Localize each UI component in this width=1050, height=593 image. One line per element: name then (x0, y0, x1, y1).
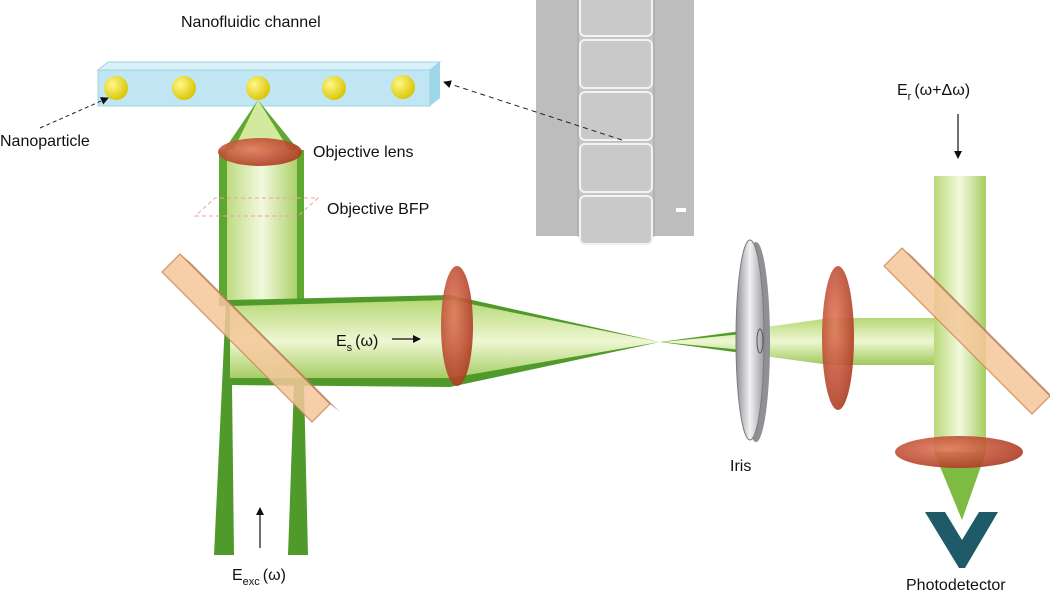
beam-splitter-left-edge (180, 254, 340, 412)
relay-lens (441, 266, 473, 386)
nanoparticle (246, 76, 270, 100)
objective-beam (219, 100, 304, 306)
diverging-beam (660, 318, 945, 365)
objective-bfp (193, 197, 320, 217)
collimating-lens (822, 266, 854, 410)
label-nanofluidic-channel: Nanofluidic channel (181, 14, 321, 31)
beam-splitter-right (883, 247, 1050, 415)
scale-bar (676, 208, 686, 212)
nanoparticle (172, 76, 196, 100)
label-objective-lens: Objective lens (313, 144, 414, 161)
objective-lens (218, 138, 302, 166)
sem-pointer (443, 80, 623, 141)
label-excitation-field: Eexc(ω) (232, 567, 286, 588)
label-reference-field: Er(ω+Δω) (897, 82, 970, 103)
sem-chambers (579, 0, 653, 245)
nanoparticle (104, 76, 128, 100)
label-scattered-field: Es(ω) (336, 333, 378, 354)
beam-splitter-right-edge (902, 248, 1050, 396)
label-nanoparticle: Nanoparticle (0, 133, 90, 150)
nanoparticle (391, 75, 415, 99)
iris (735, 239, 770, 442)
label-objective-bfp: Objective BFP (327, 201, 429, 218)
detector-lens (895, 436, 1023, 468)
nanoparticle (322, 76, 346, 100)
label-iris: Iris (730, 458, 751, 475)
photodetector (925, 512, 998, 568)
reference-beam (934, 176, 986, 520)
nanoparticles (104, 75, 415, 100)
nanoparticle-pointer (39, 97, 109, 129)
sem-inset (536, 0, 694, 245)
label-photodetector: Photodetector (906, 577, 1006, 593)
